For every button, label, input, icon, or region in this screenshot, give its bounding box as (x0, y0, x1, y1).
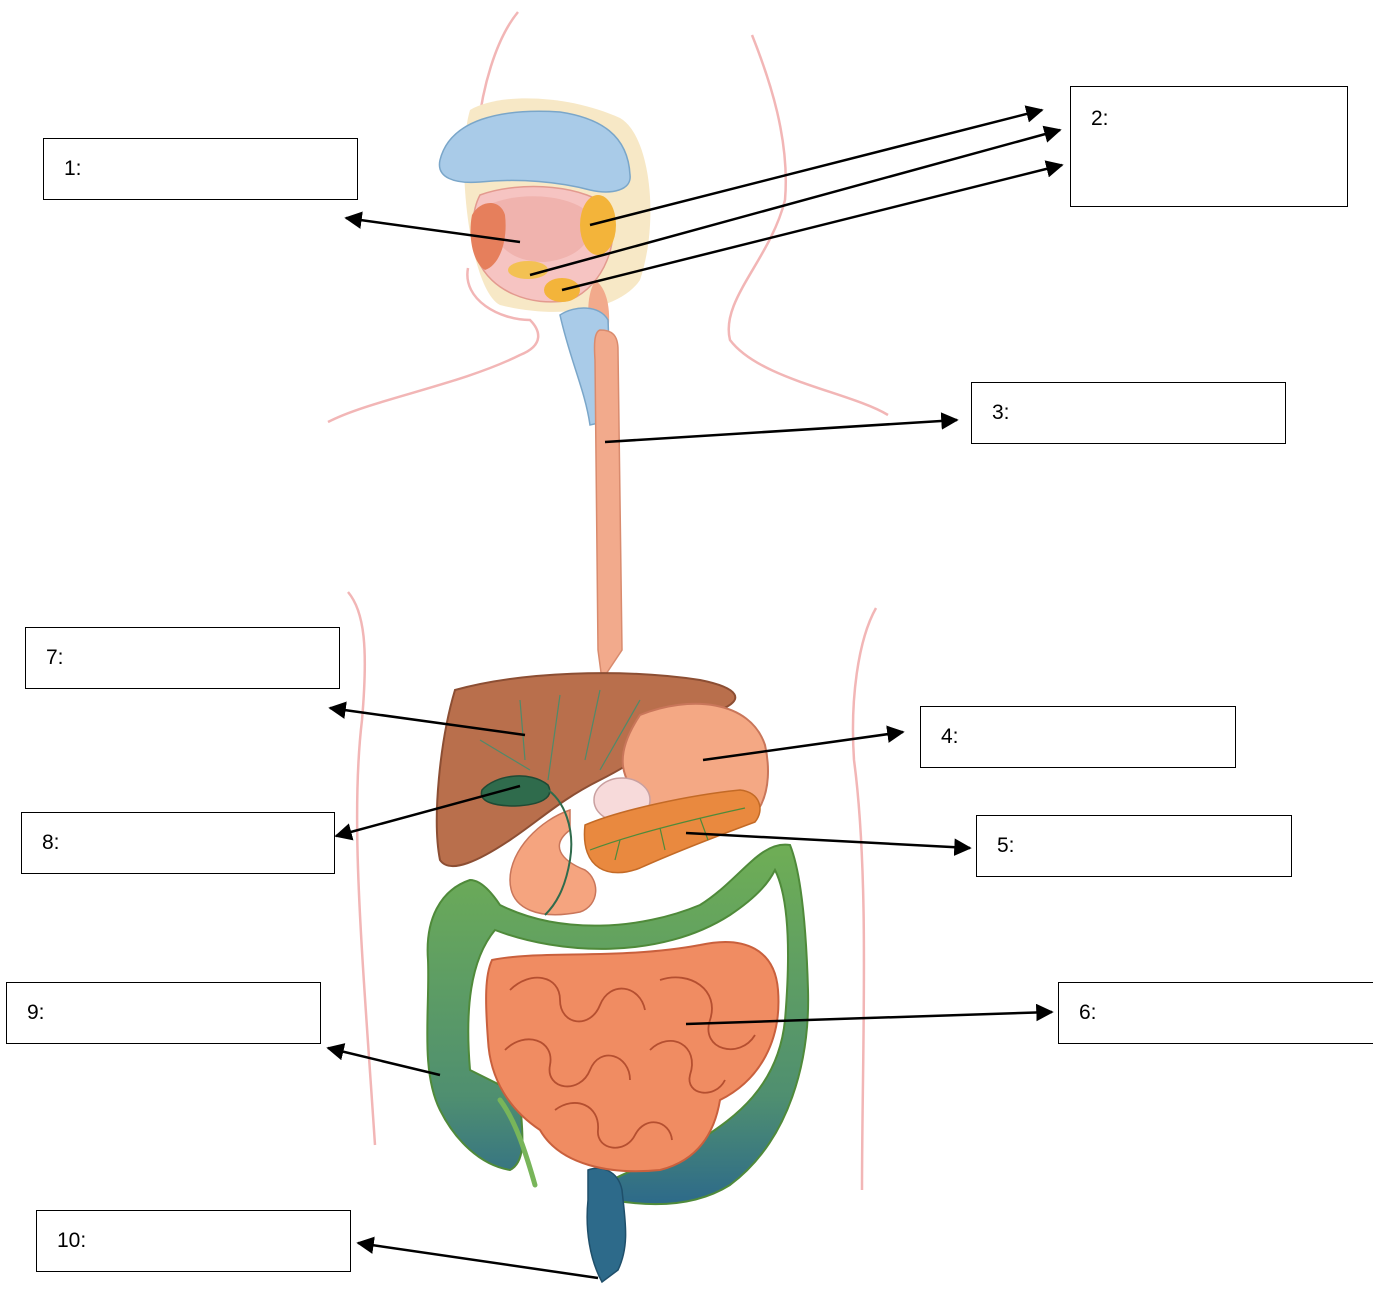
label-box-2[interactable]: 2: (1070, 86, 1348, 207)
label-text-10: 10: (57, 1229, 86, 1253)
label-box-7[interactable]: 7: (25, 627, 340, 689)
label-box-6[interactable]: 6: (1058, 982, 1373, 1044)
label-box-1[interactable]: 1: (43, 138, 358, 200)
label-text-1: 1: (64, 157, 82, 181)
parotid-gland (580, 195, 616, 255)
label-box-5[interactable]: 5: (976, 815, 1292, 877)
label-text-4: 4: (941, 725, 959, 749)
esophagus (595, 330, 622, 680)
arrow-10 (358, 1243, 598, 1278)
rectum (587, 1168, 625, 1282)
label-text-3: 3: (992, 401, 1010, 425)
arrow-9 (328, 1048, 440, 1075)
label-text-9: 9: (27, 1001, 45, 1025)
label-text-6: 6: (1079, 1001, 1097, 1025)
sublingual-gland (508, 261, 548, 279)
label-box-8[interactable]: 8: (21, 812, 335, 874)
arrow-2a (590, 110, 1042, 225)
arrow-3 (605, 420, 957, 442)
label-text-8: 8: (42, 831, 60, 855)
label-box-4[interactable]: 4: (920, 706, 1236, 768)
label-text-5: 5: (997, 834, 1015, 858)
label-box-10[interactable]: 10: (36, 1210, 351, 1272)
label-box-9[interactable]: 9: (6, 982, 321, 1044)
label-text-2: 2: (1091, 107, 1109, 131)
arrow-5 (686, 833, 970, 848)
label-box-3[interactable]: 3: (971, 382, 1286, 444)
label-text-7: 7: (46, 646, 64, 670)
